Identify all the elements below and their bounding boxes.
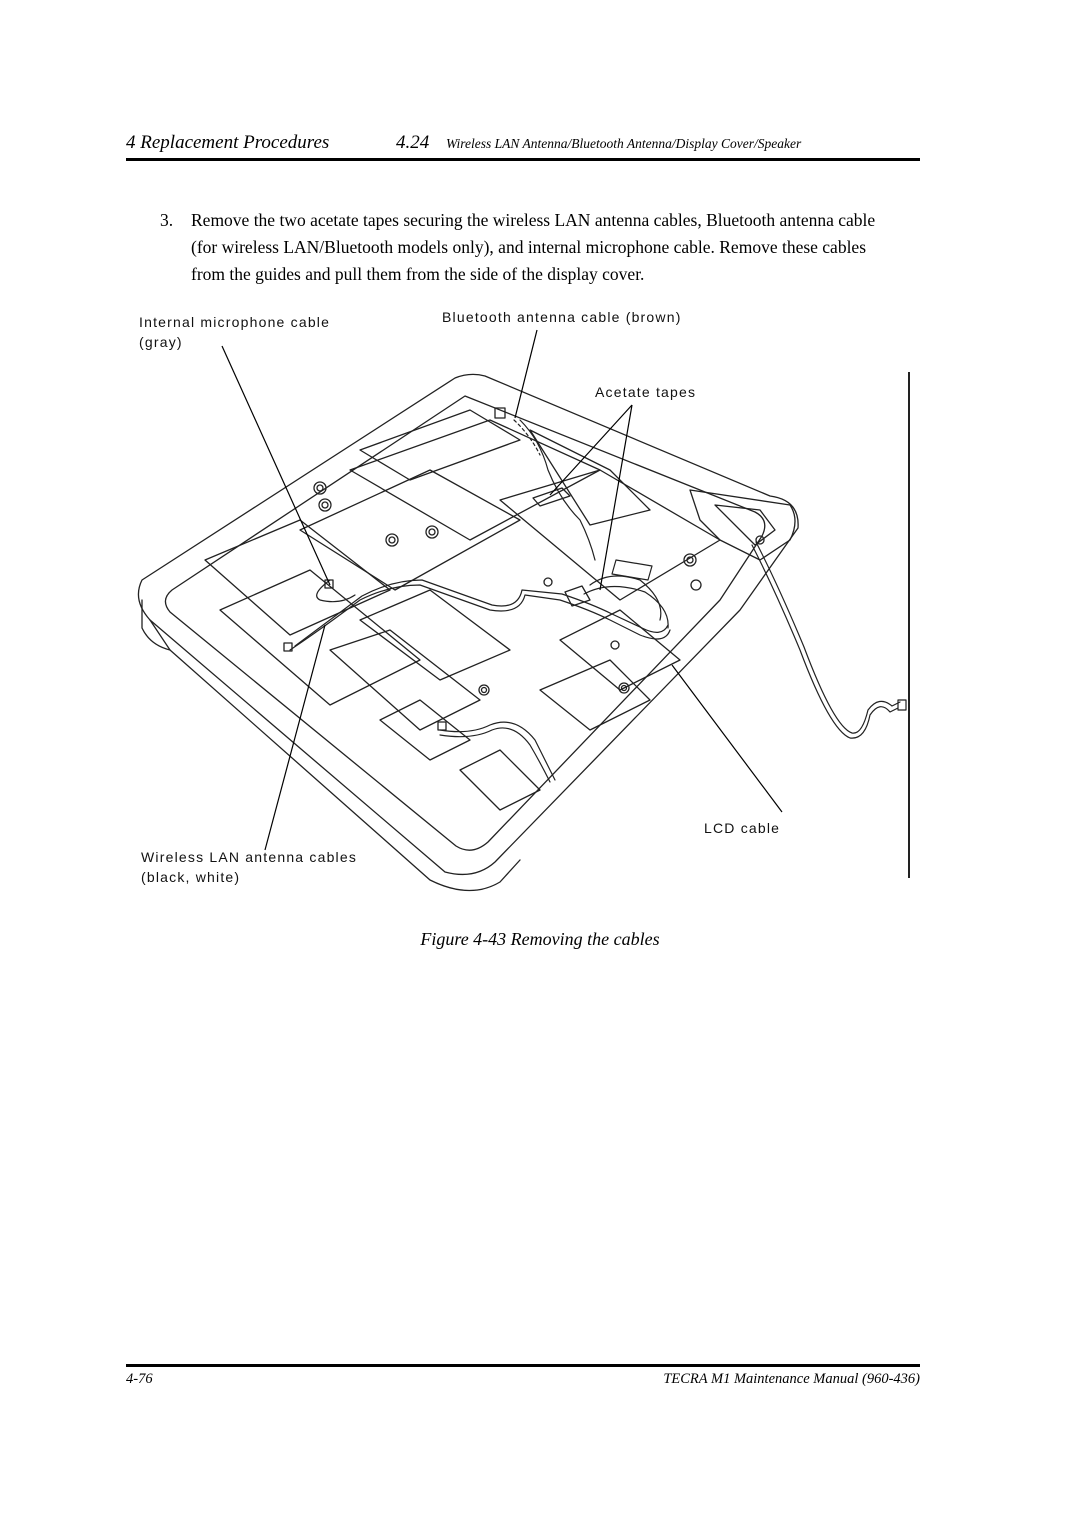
figure-caption: Figure 4-43 Removing the cables: [420, 929, 660, 949]
header-divider: [126, 158, 920, 161]
wlan-cables-color-label: (black, white): [141, 869, 241, 885]
wlan-leader: [264, 624, 326, 851]
step-text: Remove the two acetate tapes securing th…: [191, 210, 876, 284]
mic-cable-label: Internal microphone cable: [139, 314, 331, 330]
acetate-leader-1: [549, 404, 633, 496]
recess-6: [459, 749, 541, 811]
bluetooth-leader: [514, 329, 538, 419]
recess-3: [359, 589, 511, 681]
center-panel: [349, 419, 601, 541]
left-panel: [299, 469, 521, 591]
step-number: 3.: [160, 210, 174, 230]
page-number: 4-76: [126, 1371, 153, 1387]
section-number: 4.24: [396, 132, 430, 153]
acetate-tape-2: [564, 585, 591, 607]
mic-cable: [316, 579, 356, 603]
inner-bezel: [164, 395, 766, 851]
acetate-leader-2: [599, 404, 633, 591]
recess-1: [204, 519, 391, 636]
manual-title: TECRA M1 Maintenance Manual (960-436): [663, 1371, 920, 1387]
hinge-area: [689, 489, 796, 561]
mic-leader: [221, 345, 331, 586]
right-panel: [499, 469, 721, 601]
recess-4: [329, 629, 481, 731]
recess-5: [379, 699, 471, 761]
mic-cable-color-label: (gray): [139, 334, 183, 350]
wlan-cable-black: [289, 584, 671, 651]
acetate-tape-1: [532, 487, 571, 507]
recess-8: [539, 659, 651, 731]
bluetooth-cable: [519, 419, 596, 561]
lcd-leader: [671, 664, 783, 813]
wlan-cable-white: [294, 579, 669, 647]
chapter-title: 4 Replacement Procedures: [126, 132, 330, 153]
page-header: 4 Replacement Procedures 4.24 Wireless L…: [126, 132, 920, 156]
recess-2: [219, 569, 421, 706]
bluetooth-cable-label: Bluetooth antenna cable (brown): [442, 309, 682, 325]
acetate-tapes-label: Acetate tapes: [595, 384, 697, 400]
external-cable: [751, 544, 899, 739]
recess-7: [559, 609, 681, 691]
lower-cable: [439, 721, 556, 781]
footer-divider: [126, 1364, 920, 1367]
display-cover-rim: [141, 599, 521, 892]
lcd-cable-label: LCD cable: [704, 820, 781, 836]
wlan-cables-label: Wireless LAN antenna cables: [141, 849, 358, 865]
section-title: Wireless LAN Antenna/Bluetooth Antenna/D…: [446, 136, 802, 151]
